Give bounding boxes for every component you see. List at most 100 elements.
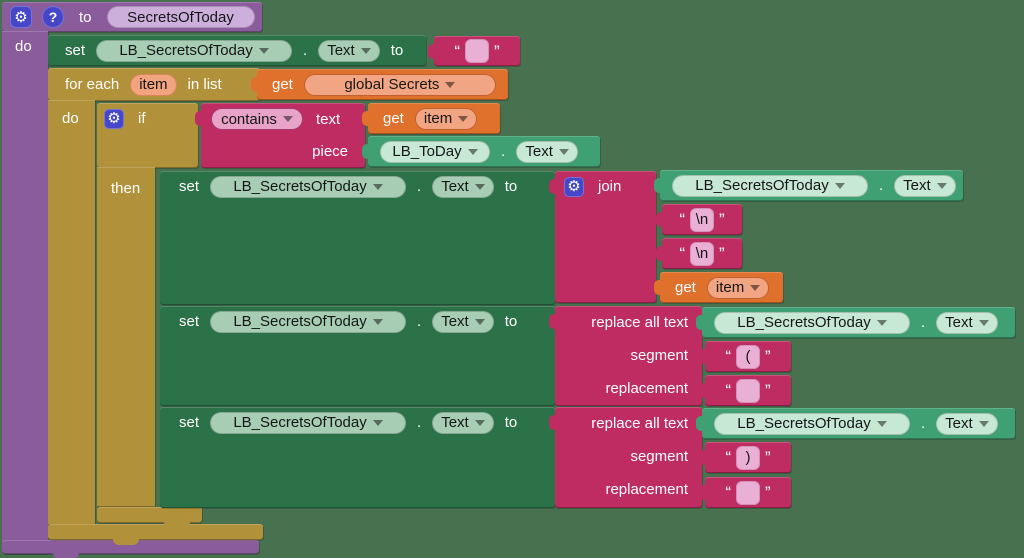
open-paren-string-block[interactable]: “ ( ” [699, 341, 791, 372]
property-dropdown[interactable]: Text [432, 411, 494, 434]
property-dropdown[interactable]: Text [894, 174, 956, 197]
procedure-block-header[interactable]: ⚙ ? to SecretsOfToday [2, 2, 262, 32]
dot-separator: . [921, 415, 926, 432]
close-quote: ” [765, 448, 771, 467]
mutator-gear-icon[interactable]: ⚙ [10, 6, 32, 28]
dot-separator: . [417, 313, 422, 330]
newline-string-block[interactable]: “ \n ” [656, 204, 742, 235]
empty-string-block[interactable]: “ ” [428, 36, 520, 66]
string-text-field[interactable]: ) [736, 445, 760, 470]
dropdown-arrow-icon [474, 318, 485, 325]
foreach-block-left-frame[interactable] [48, 100, 95, 525]
dropdown-arrow-icon [750, 284, 761, 291]
property-dropdown[interactable]: Text [432, 175, 494, 198]
open-quote: “ [725, 448, 731, 467]
component-dropdown[interactable]: LB_SecretsOfToday [210, 310, 407, 333]
join-block[interactable]: ⚙ join [549, 171, 656, 303]
lb-secrets-text-getter[interactable]: LB_SecretsOfToday . Text [654, 170, 963, 201]
procedure-keyword: to [79, 8, 92, 26]
close-quote: ” [719, 210, 725, 229]
procedure-next-connector [53, 553, 79, 558]
mutator-gear-icon[interactable]: ⚙ [564, 176, 584, 197]
to-keyword: to [390, 42, 404, 59]
set-text-block-1[interactable]: set LB_SecretsOfToday . Text to [48, 35, 426, 66]
replace-all-text-block[interactable]: replace all text segment replacement [549, 407, 702, 508]
string-text-field[interactable] [736, 378, 760, 403]
string-text-field[interactable]: ( [736, 344, 760, 369]
loop-variable-field[interactable]: item [130, 73, 177, 96]
open-quote: “ [725, 381, 731, 400]
replacement-label: replacement [605, 380, 688, 397]
string-text-field[interactable]: \n [690, 207, 714, 232]
dropdown-arrow-icon [936, 182, 947, 189]
set-keyword: set [65, 42, 86, 59]
property-dropdown[interactable]: Text [936, 412, 998, 435]
item-variable-dropdown[interactable]: item [706, 276, 770, 299]
get-item-block[interactable]: get item [654, 272, 783, 303]
dropdown-arrow-icon [467, 148, 478, 155]
property-dropdown[interactable]: Text [516, 140, 579, 163]
close-paren-string-block[interactable]: “ ) ” [699, 442, 791, 473]
close-quote: ” [719, 244, 725, 263]
lb-secrets-text-getter[interactable]: LB_SecretsOfToday . Text [696, 408, 1015, 439]
get-item-block[interactable]: get item [362, 103, 500, 134]
procedure-block-left-frame[interactable] [2, 31, 48, 554]
dropdown-arrow-icon [474, 419, 485, 426]
get-global-secrets-block[interactable]: get global Secrets [251, 69, 508, 100]
component-dropdown[interactable]: LB_SecretsOfToday [96, 39, 293, 62]
set-text-block-3[interactable]: set LB_SecretsOfToday . Text to [160, 306, 555, 406]
dropdown-arrow-icon [372, 318, 383, 325]
property-dropdown[interactable]: Text [318, 39, 380, 62]
if-block-bottom-frame[interactable] [97, 507, 202, 523]
contains-text-block[interactable]: contains text piece [195, 103, 365, 168]
lb-secrets-text-getter[interactable]: LB_SecretsOfToday . Text [696, 307, 1015, 338]
string-text-field[interactable] [465, 39, 489, 63]
global-variable-dropdown[interactable]: global Secrets [303, 73, 496, 96]
component-dropdown[interactable]: LB_SecretsOfToday [714, 412, 910, 435]
empty-string-block[interactable]: “ ” [699, 477, 791, 508]
foreach-block-header[interactable]: for each item in list [48, 68, 260, 101]
foreach-keyword: for each [65, 76, 120, 93]
component-dropdown[interactable]: LB_SecretsOfToday [210, 411, 407, 434]
component-dropdown[interactable]: LB_SecretsOfToday [714, 311, 910, 334]
to-keyword: to [504, 178, 518, 195]
procedure-name-field[interactable]: SecretsOfToday [106, 6, 255, 28]
get-keyword: get [675, 279, 696, 296]
foreach-block-bottom-frame[interactable] [48, 524, 263, 540]
item-variable-dropdown[interactable]: item [414, 107, 478, 130]
contains-operator-dropdown[interactable]: contains [211, 108, 303, 130]
dot-separator: . [417, 178, 422, 195]
dot-separator: . [501, 143, 506, 160]
string-text-field[interactable] [736, 480, 760, 505]
segment-label: segment [630, 347, 688, 364]
procedure-do-label: do [15, 38, 32, 55]
dropdown-arrow-icon [282, 116, 293, 122]
to-keyword: to [504, 313, 518, 330]
set-keyword: set [179, 313, 200, 330]
string-text-field[interactable]: \n [690, 241, 714, 266]
set-text-block-4[interactable]: set LB_SecretsOfToday . Text to [160, 407, 555, 508]
empty-string-block[interactable]: “ ” [699, 375, 791, 406]
component-dropdown[interactable]: LB_SecretsOfToday [672, 174, 868, 197]
dropdown-arrow-icon [445, 81, 456, 88]
if-next-connector [164, 522, 190, 528]
set-keyword: set [179, 178, 200, 195]
if-block-left-frame[interactable] [97, 167, 155, 507]
component-dropdown[interactable]: LB_ToDay [380, 140, 490, 163]
gear-icon: ⚙ [107, 110, 121, 127]
mutator-gear-icon[interactable]: ⚙ [104, 108, 124, 129]
join-keyword: join [598, 178, 622, 195]
help-icon[interactable]: ? [42, 6, 64, 28]
newline-string-block[interactable]: “ \n ” [656, 238, 742, 269]
procedure-block-bottom-frame[interactable] [2, 540, 259, 554]
set-text-block-2[interactable]: set LB_SecretsOfToday . Text to [160, 171, 555, 305]
if-block-header[interactable]: ⚙ if [97, 103, 198, 168]
get-keyword: get [383, 110, 404, 127]
component-dropdown[interactable]: LB_SecretsOfToday [210, 175, 407, 198]
replace-all-text-block[interactable]: replace all text segment replacement [549, 306, 702, 406]
lb-today-text-getter[interactable]: LB_ToDay . Text [362, 136, 600, 167]
dropdown-arrow-icon [978, 319, 989, 326]
property-dropdown[interactable]: Text [432, 310, 494, 333]
property-dropdown[interactable]: Text [936, 311, 998, 334]
